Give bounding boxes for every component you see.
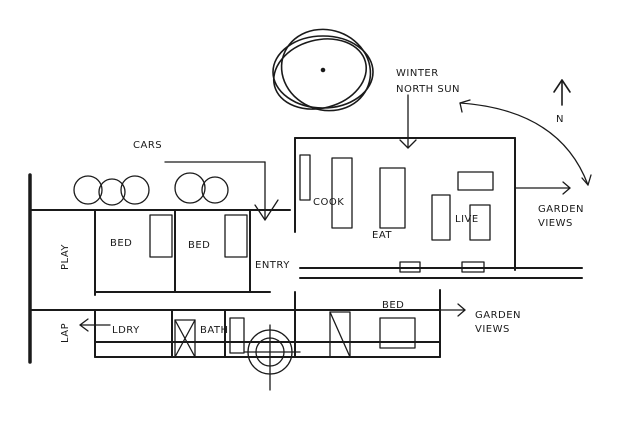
garden-views-bottom-1: GARDEN (475, 310, 521, 321)
sun-icon (272, 28, 374, 112)
lap-label: LAP (60, 323, 71, 343)
ldry-label: LDRY (112, 325, 140, 336)
live-label: LIVE (455, 214, 479, 225)
furniture (149, 154, 494, 391)
north-arrow-icon (553, 79, 571, 106)
sun-label-2: NORTH SUN (396, 84, 460, 95)
eat-label: EAT (372, 230, 392, 241)
cook-label: COOK (313, 197, 344, 208)
bed-2-label: BED (188, 240, 210, 251)
garden-views-top-1: GARDEN (538, 204, 584, 215)
cars-label: CARS (133, 140, 162, 151)
garden-views-bottom-2: VIEWS (475, 324, 510, 335)
north-label: N (556, 114, 564, 125)
bed-3-label: BED (382, 300, 404, 311)
garden-views-top-2: VIEWS (538, 218, 573, 229)
play-label: PLAY (60, 244, 71, 270)
bed-1-label: BED (110, 238, 132, 249)
sun-label-1: WINTER (396, 68, 439, 79)
entry-label: ENTRY (255, 260, 290, 271)
bath-label: BATH (200, 325, 229, 336)
tree-icons (73, 172, 229, 206)
walls (28, 137, 583, 364)
